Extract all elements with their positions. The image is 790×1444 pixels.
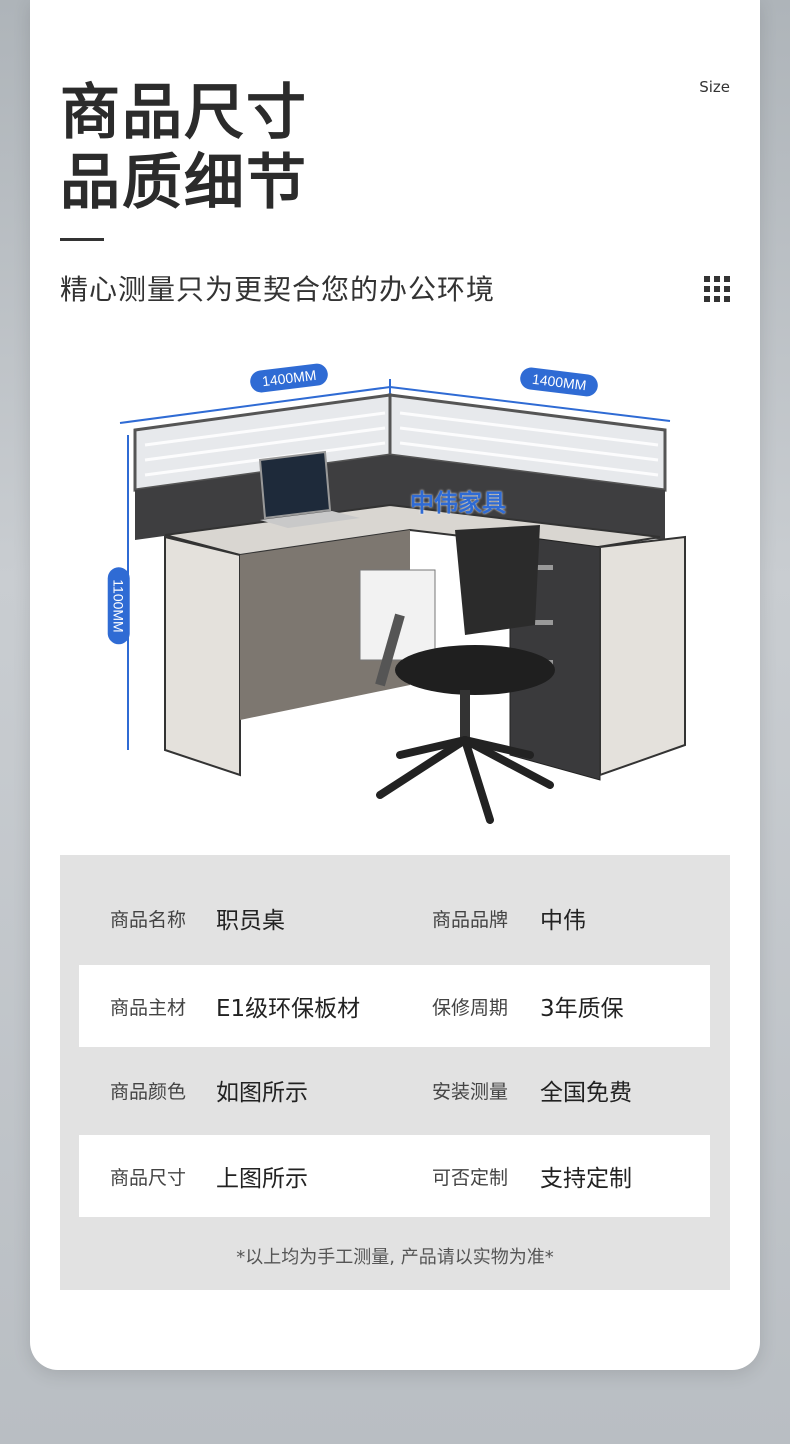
spec-value: 如图所示: [216, 1080, 308, 1106]
spec-value: 支持定制: [540, 1166, 632, 1192]
title-line-2: 品质细节: [60, 148, 308, 218]
subtitle: 精心测量只为更契合您的办公环境: [60, 273, 496, 306]
spec-row-name: 商品名称 职员桌 商品品牌 中伟: [60, 877, 730, 959]
spec-label: 安装测量: [432, 1080, 509, 1103]
spec-value: 上图所示: [216, 1166, 308, 1192]
product-size-card: 商品尺寸 品质细节 Size 精心测量只为更契合您的办公环境: [30, 0, 760, 1370]
spec-label: 商品尺寸: [110, 1166, 187, 1189]
size-tag: Size: [699, 78, 730, 96]
spec-label: 商品名称: [110, 908, 187, 931]
spec-table: 商品名称 职员桌 商品品牌 中伟 商品主材 E1级环保板材 保修周期 3年质保 …: [60, 855, 730, 1290]
grid-dots-icon[interactable]: [704, 276, 730, 302]
page-title: 商品尺寸 品质细节: [60, 78, 308, 218]
spec-value: E1级环保板材: [216, 996, 361, 1022]
spec-row-color: 商品颜色 如图所示 安装测量 全国免费: [60, 1049, 730, 1131]
spec-row-size: 商品尺寸 上图所示 可否定制 支持定制: [79, 1135, 710, 1217]
title-line-1: 商品尺寸: [60, 78, 308, 148]
spec-label: 保修周期: [432, 996, 509, 1019]
spec-value: 全国免费: [540, 1080, 632, 1106]
spec-value: 职员桌: [216, 908, 285, 934]
brand-watermark: 中伟家具: [410, 489, 506, 517]
spec-label: 商品主材: [110, 996, 187, 1019]
spec-value: 3年质保: [540, 996, 624, 1022]
spec-row-material: 商品主材 E1级环保板材 保修周期 3年质保: [79, 965, 710, 1047]
spec-label: 可否定制: [432, 1166, 509, 1189]
desk-illustration: [119, 379, 686, 824]
spec-label: 商品品牌: [432, 908, 509, 931]
spec-label: 商品颜色: [110, 1080, 187, 1103]
spec-value: 中伟: [540, 908, 586, 934]
title-divider: [60, 238, 104, 241]
height-dimension: 1100MM: [107, 567, 130, 645]
measurement-note: *以上均为手工测量, 产品请以实物为准*: [236, 1247, 554, 1268]
product-image: 1400MM 1400MM 1100MM 中伟家具: [107, 355, 710, 835]
